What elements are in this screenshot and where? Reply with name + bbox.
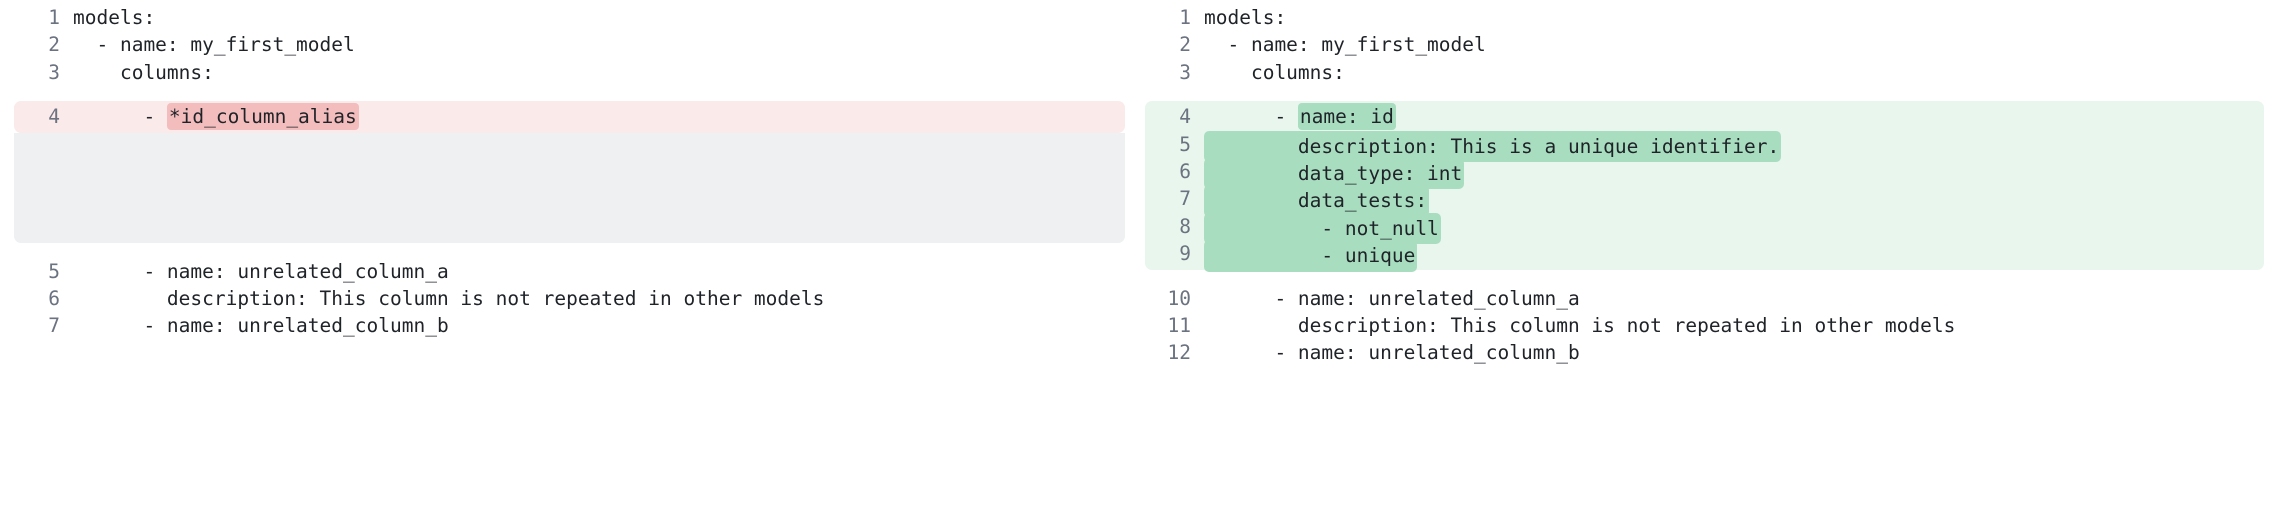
code-line[interactable]: 3 columns: xyxy=(14,59,1125,86)
code-line-added[interactable]: 6 data_type: int xyxy=(1145,157,2264,190)
before-context-bottom: 5 - name: unrelated_column_a 6 descripti… xyxy=(14,258,1125,340)
code-line[interactable]: 6 description: This column is not repeat… xyxy=(14,285,1125,312)
code-line[interactable]: 10 - name: unrelated_column_a xyxy=(1145,285,2264,312)
diff-pane-after: 1 models: 2 - name: my_first_model 3 col… xyxy=(1139,0,2278,528)
line-content: - name: id xyxy=(1191,103,2264,131)
line-number: 2 xyxy=(48,33,60,57)
line-number: 6 xyxy=(48,286,60,310)
line-content: data_tests: xyxy=(1191,185,2264,217)
line-number: 2 xyxy=(1179,33,1191,57)
code-line[interactable]: 2 - name: my_first_model xyxy=(1145,31,2264,58)
line-number: 4 xyxy=(1179,105,1191,129)
spacer xyxy=(1145,86,2264,101)
line-number: 7 xyxy=(1179,187,1191,211)
added-token: name: id xyxy=(1297,103,1396,131)
added-token: data_type: int xyxy=(1204,157,1465,190)
code-line-removed[interactable]: 4 - *id_column_alias xyxy=(14,103,1125,131)
removed-token: *id_column_alias xyxy=(166,103,359,131)
code-line-added[interactable]: 5 description: This is a unique identifi… xyxy=(1145,130,2264,162)
code-line[interactable]: 11 description: This column is not repea… xyxy=(1145,312,2264,339)
line-content: - name: unrelated_column_b xyxy=(73,314,449,338)
line-number: 12 xyxy=(1167,341,1191,365)
code-line[interactable]: 1 models: xyxy=(1145,4,2264,31)
code-line[interactable]: 12 - name: unrelated_column_b xyxy=(1145,339,2264,366)
line-number: 10 xyxy=(1167,286,1191,310)
line-content: - *id_column_alias xyxy=(60,103,1125,131)
added-lines-block: 4 - name: id 5 description: This is a un… xyxy=(1145,101,2264,272)
line-content: columns: xyxy=(1204,60,1345,84)
after-context-bottom: 10 - name: unrelated_column_a 11 descrip… xyxy=(1145,285,2264,367)
code-line-added[interactable]: 8 - not_null xyxy=(1145,212,2264,245)
code-line[interactable]: 3 columns: xyxy=(1145,59,2264,86)
line-content: - name: unrelated_column_a xyxy=(1204,286,1580,310)
line-content: - name: unrelated_column_b xyxy=(1204,341,1580,365)
code-line[interactable]: 1 models: xyxy=(14,4,1125,31)
spacer xyxy=(14,243,1125,258)
line-number: 11 xyxy=(1167,313,1191,337)
line-prefix: - xyxy=(1204,105,1298,129)
code-line-added[interactable]: 7 data_tests: xyxy=(1145,185,2264,217)
spacer xyxy=(14,86,1125,101)
line-content: - name: unrelated_column_a xyxy=(73,259,449,283)
line-number: 1 xyxy=(1179,6,1191,29)
code-line[interactable]: 2 - name: my_first_model xyxy=(14,31,1125,58)
removed-block-wrapper: 4 - *id_column_alias xyxy=(14,101,1125,243)
line-content: - not_null xyxy=(1191,212,2264,245)
line-content: models: xyxy=(73,6,156,29)
line-prefix: - xyxy=(73,105,167,129)
code-line-added[interactable]: 9 - unique xyxy=(1145,240,2264,272)
line-number: 8 xyxy=(1179,214,1191,238)
line-content: description: This is a unique identifier… xyxy=(1191,130,2264,162)
line-number: 1 xyxy=(48,6,60,29)
before-context-top: 1 models: 2 - name: my_first_model 3 col… xyxy=(14,4,1125,86)
line-number: 5 xyxy=(48,259,60,283)
line-number: 3 xyxy=(1179,60,1191,84)
line-content: data_type: int xyxy=(1191,157,2264,190)
line-content: - name: my_first_model xyxy=(1204,33,1486,57)
line-content: description: This column is not repeated… xyxy=(1204,313,1956,337)
line-number: 4 xyxy=(48,105,60,129)
line-number: 3 xyxy=(48,60,60,84)
line-number: 5 xyxy=(1179,132,1191,156)
removed-block-filler xyxy=(14,132,1125,243)
added-token: data_tests: xyxy=(1204,185,1430,217)
added-token: description: This is a unique identifier… xyxy=(1204,130,1782,162)
line-content: - name: my_first_model xyxy=(73,33,355,57)
line-content: columns: xyxy=(73,60,214,84)
after-context-top: 1 models: 2 - name: my_first_model 3 col… xyxy=(1145,4,2264,86)
line-content: - unique xyxy=(1191,240,2264,272)
added-token: - unique xyxy=(1204,240,1418,272)
code-line[interactable]: 7 - name: unrelated_column_b xyxy=(14,312,1125,339)
removed-lines-block: 4 - *id_column_alias xyxy=(14,101,1125,133)
line-content: models: xyxy=(1204,6,1287,29)
line-number: 9 xyxy=(1179,242,1191,266)
code-line-added[interactable]: 4 - name: id xyxy=(1145,103,2264,131)
line-number: 6 xyxy=(1179,159,1191,183)
added-token: - not_null xyxy=(1204,212,1441,245)
code-line[interactable]: 5 - name: unrelated_column_a xyxy=(14,258,1125,285)
diff-pane-before: 1 models: 2 - name: my_first_model 3 col… xyxy=(14,4,1125,340)
line-number: 7 xyxy=(48,314,60,338)
line-content: description: This column is not repeated… xyxy=(73,286,825,310)
spacer xyxy=(1145,270,2264,285)
